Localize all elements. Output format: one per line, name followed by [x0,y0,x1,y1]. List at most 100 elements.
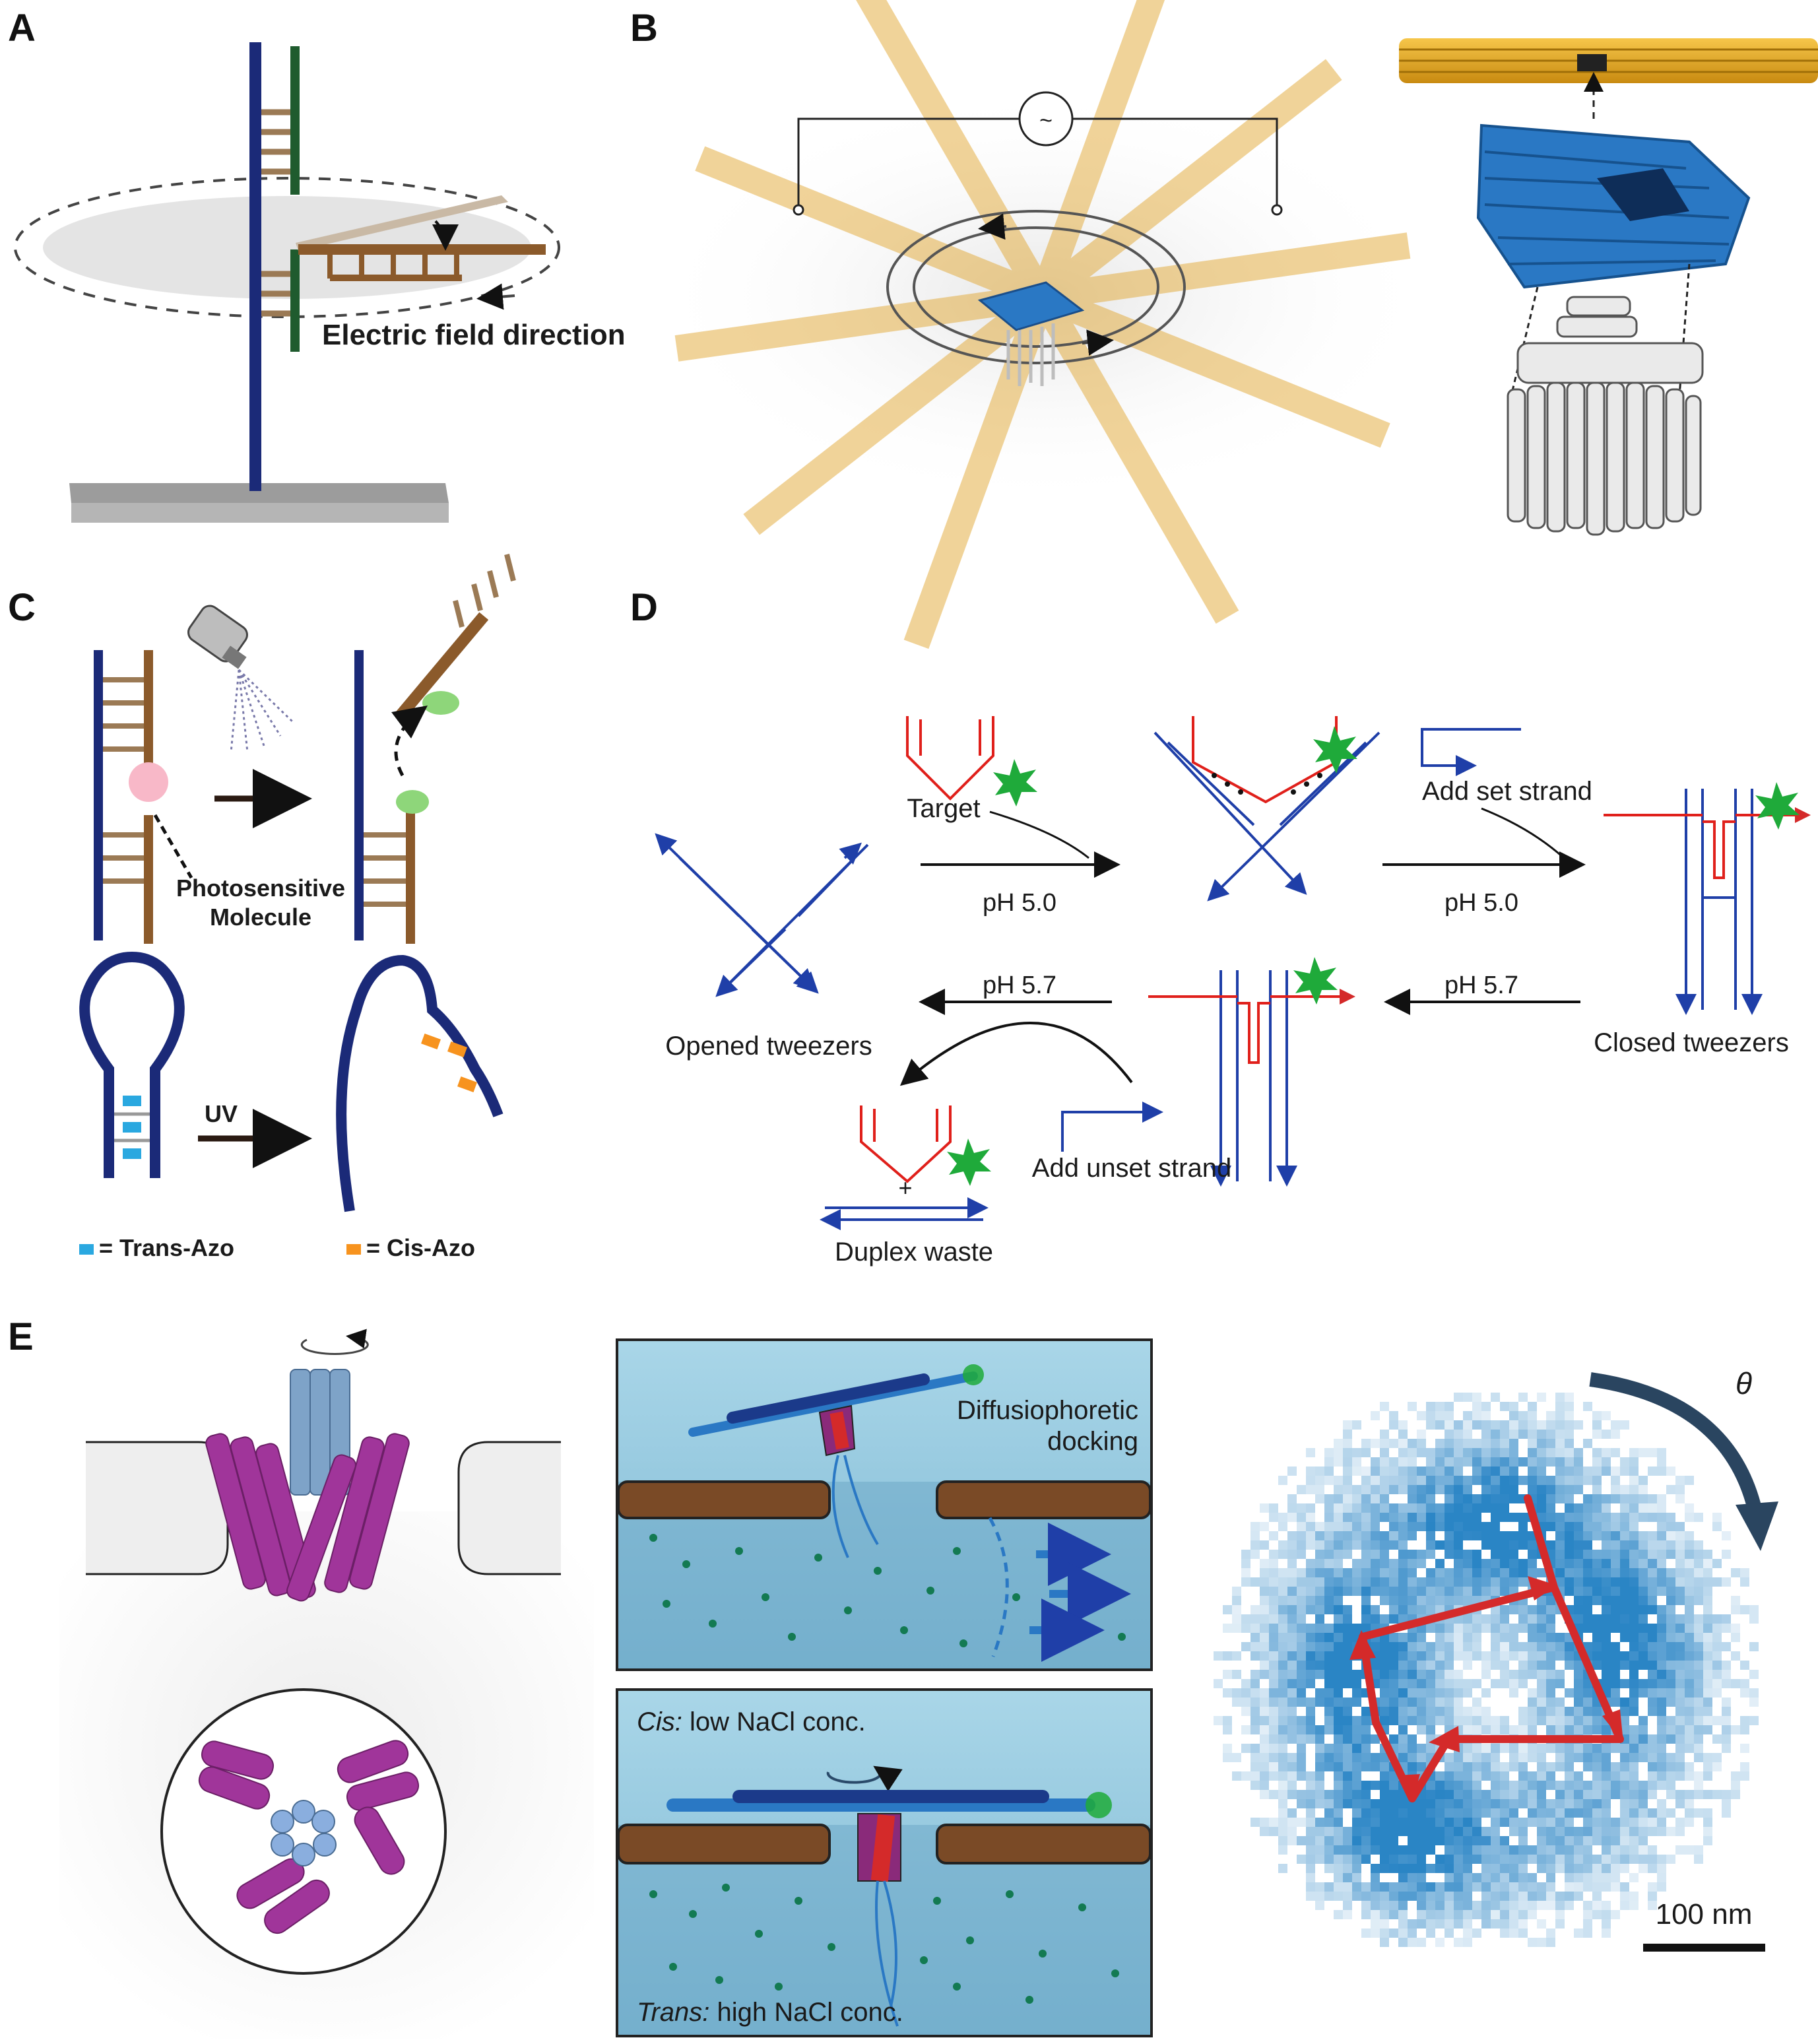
heatmap-cell [1528,1771,1537,1781]
white-helix-bundle-base [1507,296,1704,536]
heatmap-cell [1343,1679,1352,1688]
heatmap-cell [1675,1559,1685,1568]
heatmap-cell [1380,1836,1389,1845]
heatmap-cell [1260,1771,1269,1781]
heatmap-cell [1639,1781,1648,1790]
heatmap-cell [1352,1494,1361,1503]
heatmap-cell [1361,1799,1371,1808]
heatmap-cell [1380,1485,1389,1494]
heatmap-cell [1297,1818,1306,1827]
heatmap-cell [1324,1716,1334,1725]
heatmap-cell [1666,1596,1675,1605]
heatmap-cell [1398,1531,1408,1540]
heatmap-cell [1546,1938,1555,1947]
heatmap-cell [1389,1503,1398,1513]
heatmap-cell [1639,1633,1648,1642]
heatmap-cell [1287,1661,1297,1670]
heatmap-cell [1592,1808,1602,1818]
heatmap-cell [1491,1494,1500,1503]
heatmap-cell [1509,1624,1518,1633]
heatmap-cell [1685,1688,1694,1698]
heatmap-cell [1537,1624,1546,1633]
heatmap-cell [1648,1781,1657,1790]
heatmap-cell [1666,1753,1675,1762]
heatmap-cell [1546,1901,1555,1910]
heatmap-cell [1528,1892,1537,1901]
heatmap-cell [1334,1679,1343,1688]
heatmap-cell [1417,1855,1426,1864]
heatmap-cell [1481,1725,1491,1734]
heatmap-cell [1463,1430,1472,1439]
heatmap-cell [1324,1864,1334,1873]
heatmap-cell [1472,1494,1481,1503]
heatmap-cell [1546,1873,1555,1882]
heatmap-cell [1500,1642,1509,1651]
heatmap-cell [1454,1568,1463,1577]
heatmap-cell [1583,1688,1592,1698]
heatmap-cell [1528,1559,1537,1568]
heatmap-cell [1250,1688,1260,1698]
heatmap-cell [1528,1688,1537,1698]
heatmap-cell [1324,1670,1334,1679]
heatmap-cell [1361,1587,1371,1596]
heatmap-cell [1509,1402,1518,1411]
heatmap-cell [1491,1568,1500,1577]
heatmap-cell [1454,1716,1463,1725]
heatmap-cell [1629,1707,1639,1716]
heatmap-cell [1620,1587,1629,1596]
heatmap-cell [1435,1892,1445,1901]
heatmap-cell [1334,1744,1343,1753]
heatmap-cell [1408,1818,1417,1827]
heatmap-cell [1537,1827,1546,1836]
heatmap-cell [1592,1864,1602,1873]
heatmap-cell [1417,1725,1426,1734]
heatmap-cell [1324,1882,1334,1892]
heatmap-cell [1287,1762,1297,1771]
heatmap-cell [1555,1651,1565,1661]
heatmap-cell [1380,1568,1389,1577]
heatmap-cell [1306,1808,1315,1818]
heatmap-cell [1445,1753,1454,1762]
ph-top-right: pH 5.0 [1445,889,1518,917]
heatmap-cell [1574,1485,1583,1494]
heatmap-cell [1602,1873,1611,1882]
heatmap-cell [1574,1929,1583,1938]
heatmap-cell [1565,1420,1574,1430]
heatmap-cell [1518,1836,1528,1845]
heatmap-cell [1241,1744,1250,1753]
heatmap-cell [1398,1744,1408,1753]
heatmap-cell [1435,1624,1445,1633]
heatmap-cell [1481,1882,1491,1892]
heatmap-cell [1546,1771,1555,1781]
heatmap-cell [1287,1734,1297,1744]
heatmap-cell [1509,1910,1518,1919]
heatmap-cell [1417,1679,1426,1688]
heatmap-cell [1528,1855,1537,1864]
heatmap-cell [1389,1892,1398,1901]
heatmap-cell [1297,1577,1306,1587]
heatmap-cell [1500,1670,1509,1679]
heatmap-cell [1509,1420,1518,1430]
heatmap-cell [1592,1494,1602,1503]
heatmap-cell [1463,1790,1472,1799]
heatmap-cell [1463,1642,1472,1651]
heatmap-cell [1583,1781,1592,1790]
heatmap-cell [1481,1661,1491,1670]
heatmap-cell [1435,1568,1445,1577]
heatmap-cell [1666,1762,1675,1771]
heatmap-cell [1694,1744,1703,1753]
heatmap-cell [1334,1651,1343,1661]
heatmap-cell [1334,1439,1343,1448]
heatmap-cell [1555,1476,1565,1485]
heatmap-cell [1417,1919,1426,1929]
heatmap-cell [1426,1790,1435,1799]
heatmap-cell [1583,1882,1592,1892]
heatmap-cell [1620,1503,1629,1513]
heatmap-cell [1537,1864,1546,1873]
heatmap-cell [1445,1550,1454,1559]
heatmap-cell [1703,1827,1712,1836]
heatmap-cell [1565,1790,1574,1799]
heatmap-cell [1334,1596,1343,1605]
heatmap-cell [1657,1873,1666,1882]
heatmap-cell [1454,1642,1463,1651]
